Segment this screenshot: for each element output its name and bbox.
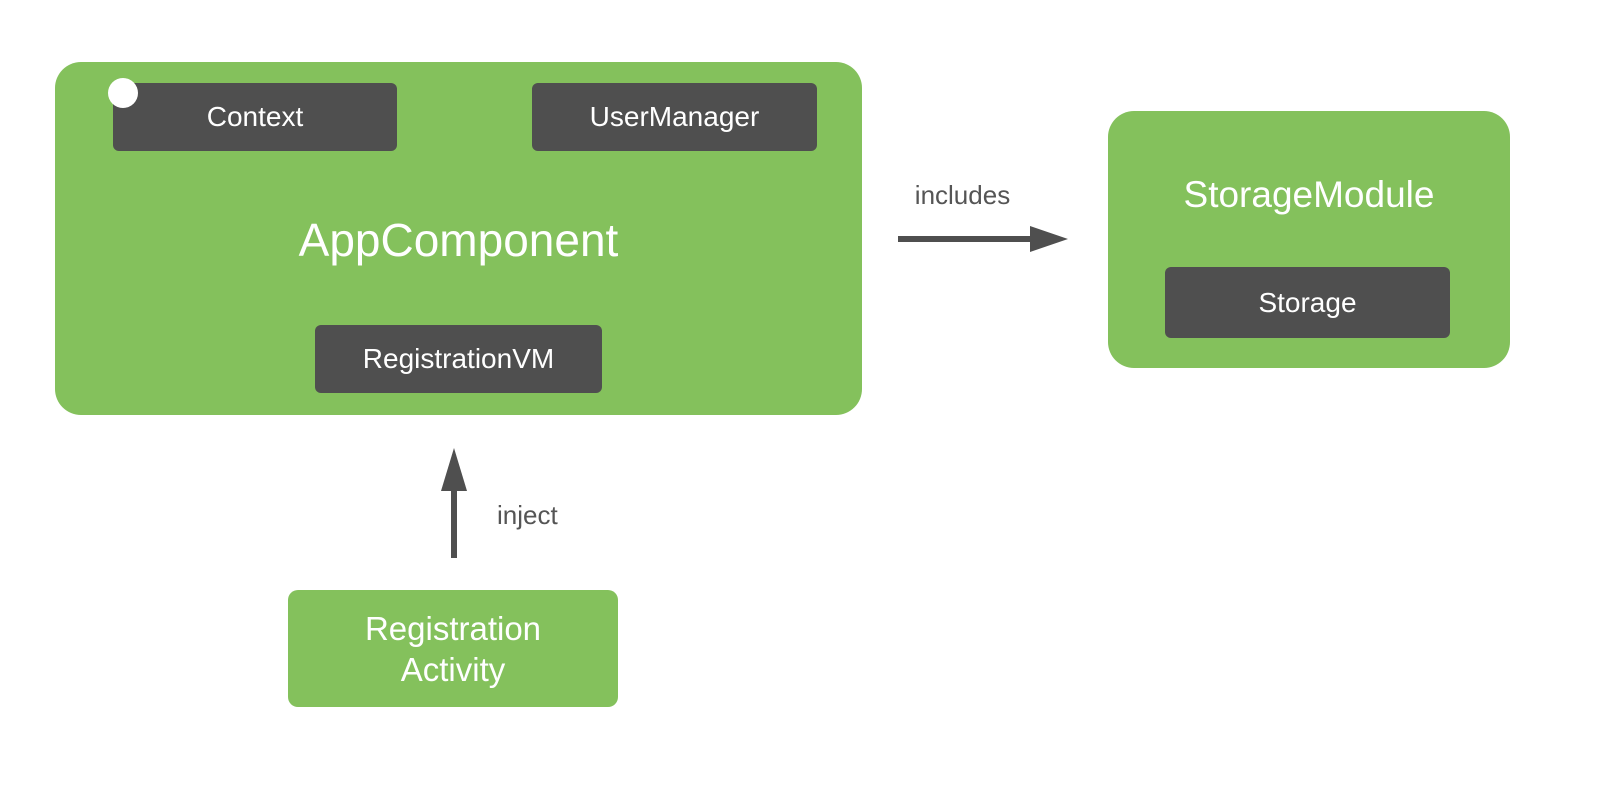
app-component-title: AppComponent (298, 214, 619, 266)
includes-edge-label: includes (914, 180, 1011, 210)
user-manager-dependency-label: UserManager (589, 101, 760, 132)
registration-activity-label-line2: Activity (400, 650, 506, 688)
registration-activity-label-line1: Registration (364, 609, 542, 647)
inject-edge-label: inject (497, 500, 558, 530)
white-dot-icon (108, 78, 138, 108)
user-manager-dependency-box: UserManager (532, 83, 817, 151)
includes-arrow (898, 226, 1068, 252)
storage-dependency-box: Storage (1165, 267, 1450, 338)
storage-module-title: StorageModule (1183, 174, 1435, 215)
registration-activity-box: Registration Activity (288, 590, 618, 707)
context-dependency-label: Context (206, 101, 304, 132)
storage-dependency-label: Storage (1258, 286, 1357, 318)
inject-arrow (441, 448, 467, 558)
registration-vm-dependency-box: RegistrationVM (315, 325, 602, 393)
context-dependency-box: Context (113, 83, 397, 151)
registration-vm-dependency-label: RegistrationVM (362, 343, 555, 374)
app-component-module: Context UserManager AppComponent Registr… (55, 62, 862, 415)
storage-module: StorageModule Storage (1108, 111, 1510, 368)
